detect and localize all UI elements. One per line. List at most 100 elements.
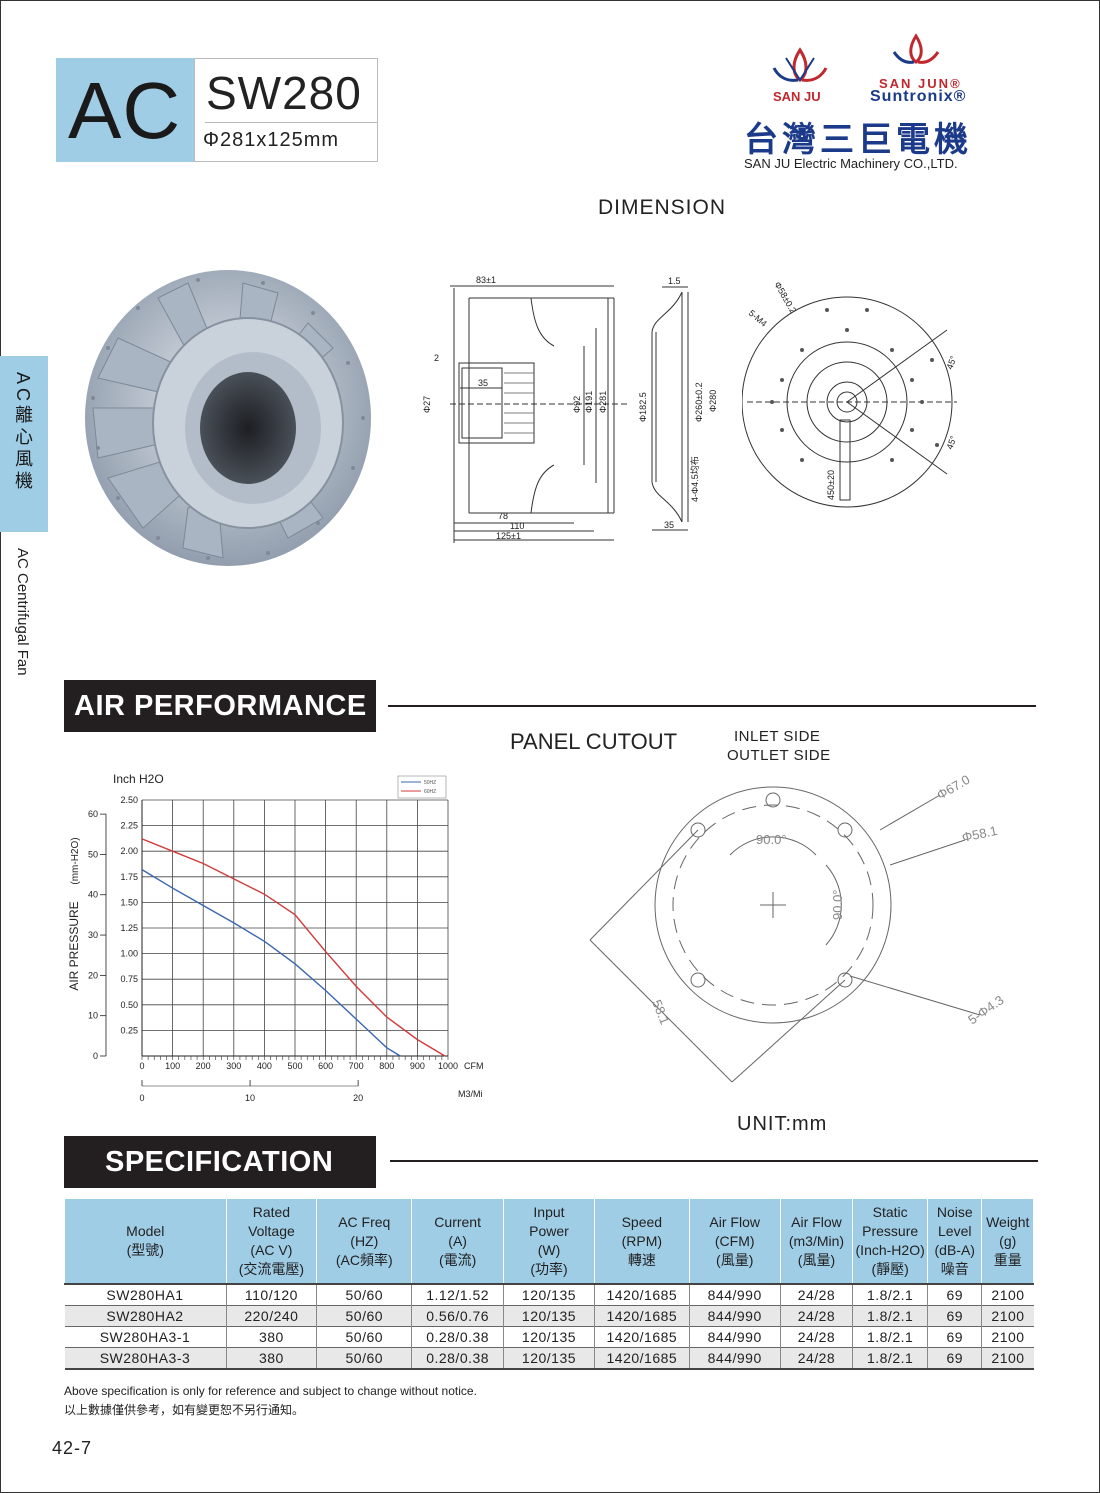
table-cell: 120/135	[503, 1305, 595, 1327]
legend-label: 50HZ	[424, 780, 436, 786]
disclaimer-cn: 以上數據僅供參考，如有變更恕不另行通知。	[64, 1403, 305, 1417]
table-cell: 2100	[981, 1347, 1034, 1369]
table-cell: 1420/1685	[594, 1347, 690, 1369]
table-cell: 24/28	[780, 1305, 854, 1327]
column-header: Current(A)(電流)	[411, 1198, 505, 1285]
table-cell: 24/28	[780, 1326, 854, 1348]
disclaimer-en: Above specification is only for referenc…	[64, 1384, 477, 1398]
column-header-line: 轉速	[627, 1251, 656, 1268]
table-cell: 69	[927, 1284, 983, 1306]
table-cell: 844/990	[689, 1305, 781, 1327]
table-cell: 0.28/0.38	[411, 1347, 505, 1369]
table-cell: SW280HA1	[64, 1284, 227, 1306]
column-header: Air Flow(m3/Min)(風量)	[779, 1198, 854, 1285]
y-tick-label: 0.75	[120, 974, 138, 984]
column-header: Model (型號)	[64, 1198, 227, 1285]
model-name: SW280	[206, 67, 362, 119]
x-tick-label: 600	[318, 1061, 333, 1071]
column-header-line: (AC頻率)	[335, 1251, 393, 1268]
table-cell: 50/60	[316, 1347, 413, 1369]
column-header-line: AC Freq	[338, 1213, 391, 1230]
x-tick-label: 500	[287, 1061, 302, 1071]
y2-tick-label: 20	[88, 970, 98, 980]
series-label: AC	[68, 66, 182, 155]
column-header-line: (型號)	[126, 1242, 164, 1258]
table-cell: 0.56/0.76	[411, 1305, 505, 1327]
column-header-line: Model	[126, 1223, 165, 1239]
panel-cutout-drawing: Φ67.0 Φ58.1 5-Φ4.3 90.0° 90.0° 58.1	[589, 772, 1006, 1083]
column-header-line: 噪音	[940, 1261, 969, 1277]
outlet-side-label: OUTLET SIDE	[727, 747, 831, 764]
table-cell: 380	[226, 1326, 318, 1348]
column-header-line: (HZ)	[350, 1232, 379, 1249]
divider	[390, 1160, 1038, 1162]
svg-text:45°: 45°	[944, 354, 958, 371]
table-cell: 1.8/2.1	[852, 1305, 928, 1327]
fan-product-image	[85, 270, 371, 566]
column-header: Weight(g)重量	[981, 1198, 1034, 1285]
y-axis-label: AIR PRESSURE	[67, 901, 81, 990]
model-dimension: Φ281x125mm	[203, 129, 340, 151]
column-header-line: Static	[872, 1204, 908, 1220]
svg-text:Φ58±0.2: Φ58±0.2	[772, 280, 798, 315]
table-cell: 50/60	[316, 1284, 413, 1306]
column-header-line: Power	[529, 1223, 569, 1239]
x2-tick-label: 20	[353, 1093, 363, 1103]
table-cell: 0.28/0.38	[411, 1326, 505, 1348]
svg-text:Φ281: Φ281	[598, 391, 608, 413]
svg-text:Φ27: Φ27	[422, 396, 432, 413]
y2-tick-label: 60	[88, 809, 98, 819]
air-performance-header: AIR PERFORMANCE	[64, 680, 376, 732]
column-header-line: Level	[938, 1223, 972, 1239]
column-header-line: (電流)	[438, 1251, 477, 1268]
table-cell: 1.12/1.52	[411, 1284, 505, 1306]
svg-text:5-M4: 5-M4	[747, 308, 769, 329]
column-header-line: (CFM)	[714, 1232, 755, 1249]
series-line-50HZ	[141, 869, 401, 1057]
column-header-line: 重量	[993, 1251, 1022, 1268]
column-header-line: (風量)	[797, 1251, 836, 1268]
svg-text:4-Φ4.5均布: 4-Φ4.5均布	[689, 456, 700, 502]
table-cell: 120/135	[503, 1326, 595, 1348]
table-cell: 1.8/2.1	[852, 1347, 928, 1369]
svg-text:Φ182.5: Φ182.5	[638, 392, 648, 422]
x-tick-label: 900	[410, 1061, 425, 1071]
svg-text:90.0°: 90.0°	[830, 889, 845, 920]
column-header-line: (功率)	[530, 1261, 568, 1277]
table-cell: 50/60	[316, 1305, 413, 1327]
column-header: Air Flow(CFM)(風量)	[688, 1198, 781, 1285]
x-tick-label: 300	[226, 1061, 241, 1071]
unit-label: UNIT:mm	[737, 1113, 828, 1135]
legend-label: 60HZ	[424, 789, 436, 795]
column-header-line: (AC V)	[250, 1242, 293, 1258]
svg-text:5-Φ4.3: 5-Φ4.3	[965, 992, 1006, 1027]
svg-text:35: 35	[478, 378, 488, 388]
svg-text:Φ191: Φ191	[584, 391, 594, 413]
table-cell: 1.8/2.1	[852, 1326, 928, 1348]
column-header-line: Current	[434, 1213, 481, 1230]
table-cell: 220/240	[226, 1305, 318, 1327]
logo-emblem-icon	[772, 33, 940, 82]
table-cell: 1420/1685	[594, 1326, 690, 1348]
y2-tick-label: 10	[88, 1011, 98, 1021]
company-name-en: SAN JU Electric Machinery CO.,LTD.	[744, 156, 958, 171]
svg-text:1.5: 1.5	[668, 276, 681, 286]
column-header-line: (Inch-H2O)	[855, 1242, 925, 1258]
column-header-line: (dB-A)	[934, 1242, 975, 1258]
table-cell: 24/28	[780, 1284, 854, 1306]
table-cell: 844/990	[689, 1326, 781, 1348]
x2-tick-label: 0	[139, 1093, 144, 1103]
y2-tick-label: 0	[93, 1051, 98, 1061]
column-header-line: (g)	[999, 1232, 1017, 1249]
y-tick-label: 1.00	[120, 949, 138, 959]
svg-text:Φ67.0: Φ67.0	[934, 772, 972, 803]
table-cell: SW280HA3-3	[64, 1347, 227, 1369]
column-header-line: Noise	[936, 1204, 973, 1220]
column-header-line: (交流電壓)	[238, 1261, 305, 1277]
series-badge	[56, 58, 194, 162]
